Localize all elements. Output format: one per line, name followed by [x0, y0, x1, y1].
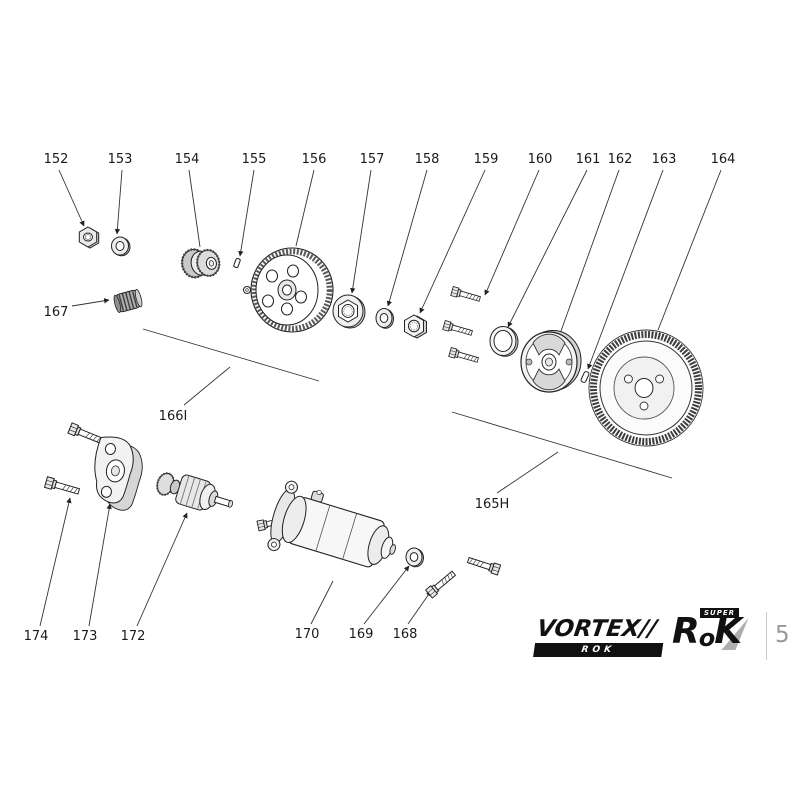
part-158-washer: [375, 308, 394, 329]
part-159-nut: [404, 314, 427, 339]
part-152-nut: [78, 226, 100, 249]
rok-letter-k: K: [714, 611, 743, 652]
part-label-152: 152: [43, 152, 69, 167]
part-169-washer: [405, 547, 424, 568]
part-label-173: 173: [72, 629, 98, 644]
rok-wordmark: R o K: [672, 611, 743, 652]
part-160-bolts: [442, 286, 482, 365]
part-174-bolts: [43, 422, 105, 498]
part-label-154: 154: [174, 152, 200, 167]
part-153-washer: [111, 236, 131, 257]
part-label-160: 160: [527, 152, 553, 167]
part-label-156: 156: [301, 152, 327, 167]
part-label-168: 168: [392, 627, 418, 642]
part-label-166I: 166I: [158, 409, 188, 424]
rok-super-badge: SUPER: [700, 608, 740, 618]
vortex-slashes: //: [638, 616, 659, 642]
part-label-165H: 165H: [474, 497, 510, 512]
part-label-163: 163: [651, 152, 677, 167]
part-label-157: 157: [359, 152, 385, 167]
part-170-starter-motor: [256, 480, 396, 568]
part-label-153: 153: [107, 152, 133, 167]
vortex-sub-label: ROK: [533, 643, 664, 657]
rok-letter-r: R: [672, 611, 700, 652]
rok-logo: R o K SUPER: [672, 608, 760, 660]
part-155-pin: [233, 257, 251, 294]
part-157-flange-nut: [332, 294, 366, 329]
rok-letter-o: o: [698, 624, 716, 652]
vortex-wordmark: VORTEX: [535, 616, 642, 642]
part-172-bendix: [156, 472, 234, 511]
leader-lines: [39, 169, 722, 627]
part-164-flywheel: [588, 329, 704, 447]
part-label-174: 174: [23, 629, 49, 644]
part-161-ring: [489, 326, 519, 357]
part-label-155: 155: [241, 152, 267, 167]
part-label-158: 158: [414, 152, 440, 167]
part-label-167: 167: [43, 305, 69, 320]
part-154-pulley: [180, 248, 221, 279]
part-163-pin: [580, 371, 590, 383]
part-label-162: 162: [607, 152, 633, 167]
part-label-170: 170: [294, 627, 320, 642]
part-label-159: 159: [473, 152, 499, 167]
part-label-161: 161: [575, 152, 601, 167]
page-number: 5: [775, 622, 790, 648]
part-167-bearing: [113, 289, 143, 313]
part-162-clutch: [520, 330, 582, 393]
part-label-172: 172: [120, 629, 146, 644]
vortex-logo: VORTEX// ROK: [533, 616, 667, 658]
page-number-divider: [766, 612, 767, 660]
part-173-bracket: [94, 436, 143, 511]
part-168-bolts: [425, 554, 502, 599]
part-label-169: 169: [348, 627, 374, 642]
part-label-164: 164: [710, 152, 736, 167]
part-156-drum: [250, 247, 334, 333]
